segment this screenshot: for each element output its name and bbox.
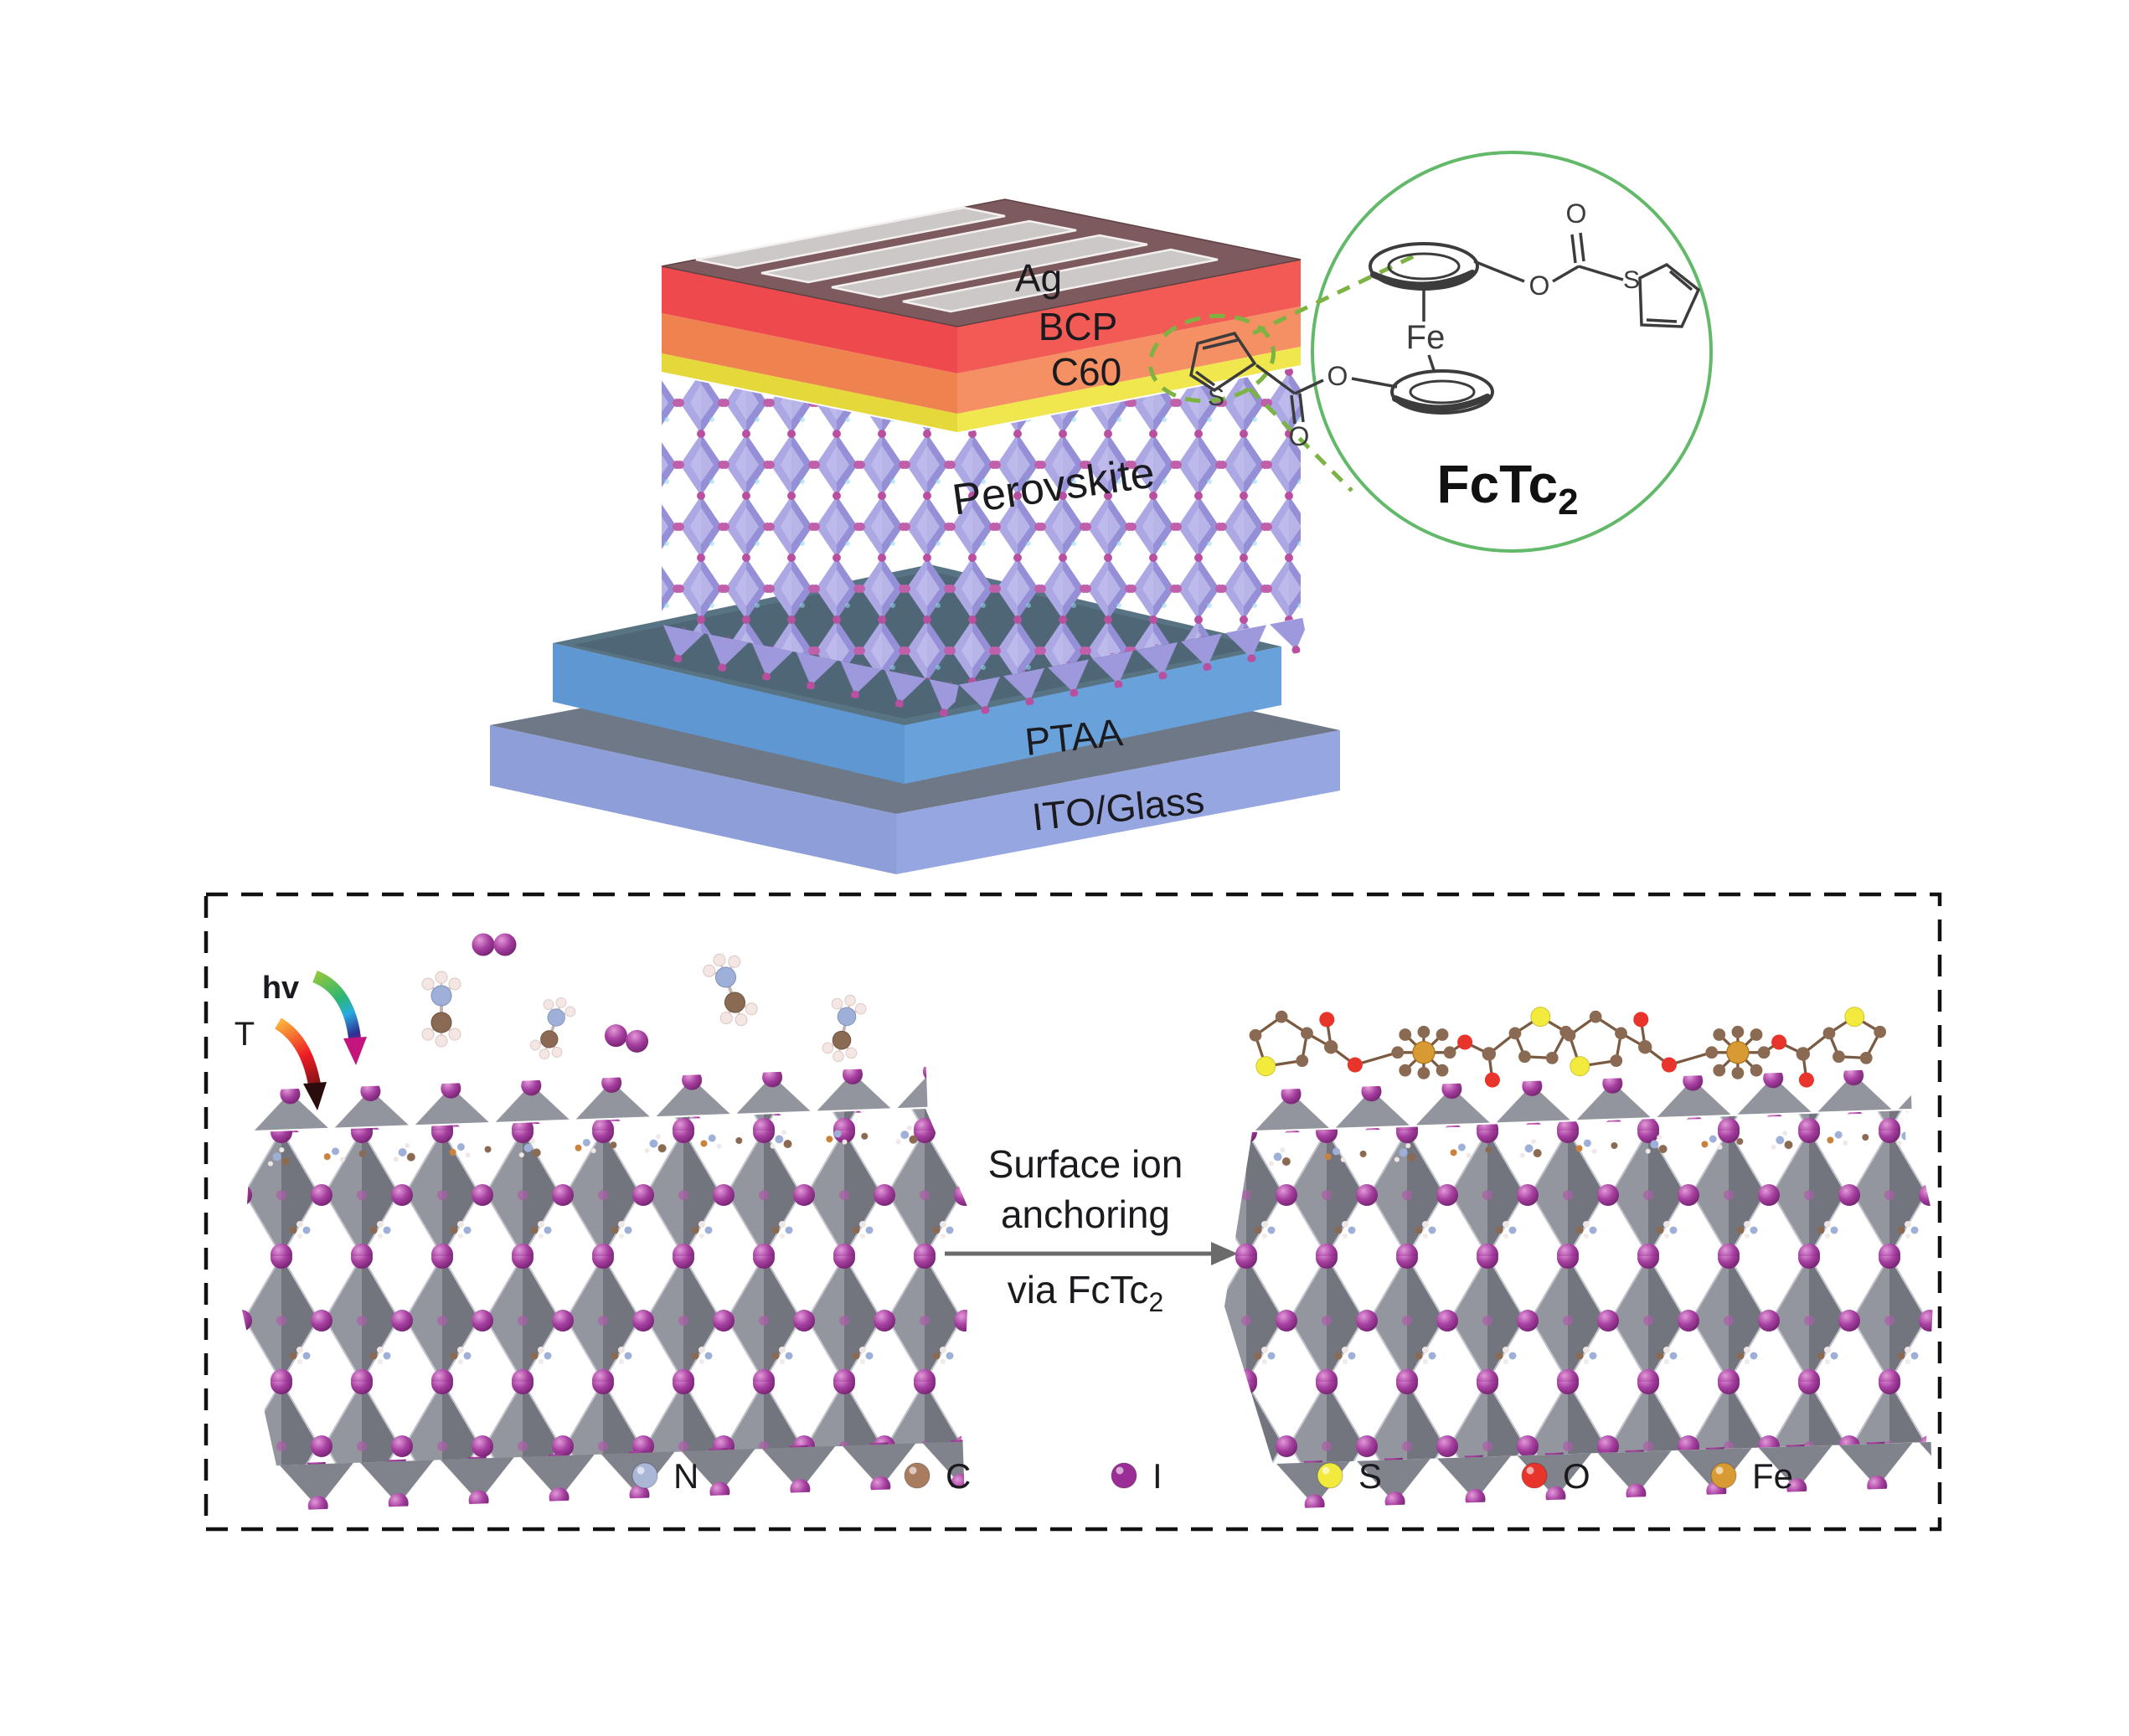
legend-label-s: S [1358,1456,1382,1496]
o-atom-label: O [1566,198,1587,229]
reaction-step: Surface ion anchoring via FcTc2 [945,1142,1238,1317]
legend-swatch-o [1521,1462,1548,1489]
fctc2-inset: Fe O O O O S S FcTc2 [1147,151,1713,553]
legend-item-i: I [1111,1456,1162,1496]
s-atom-label: S [1623,266,1640,294]
ma-molecule [697,945,764,1034]
legend-label-i: I [1152,1456,1162,1496]
reaction-via-text: via FcTc2 [1008,1268,1163,1317]
iodine-dimer [601,1022,652,1055]
layer-ag-electrode [661,198,1302,327]
ma-molecule [818,990,870,1067]
mechanism-panel: hv T Surface ion anchoring [204,892,1942,1532]
layer-label-c60: C60 [1051,350,1121,394]
reaction-text-line2: anchoring [1001,1193,1170,1236]
zoom-callout-line [1248,387,1353,492]
ag-electrode-bar [760,219,1077,284]
layer-label-ptaa: PTAA [1023,710,1125,764]
ag-electrode-bar [695,206,1006,270]
perovskite-slab-right [1224,1006,1936,1509]
legend-swatch-s [1317,1462,1343,1489]
zoom-callout-line [1251,254,1415,336]
legend-swatch-i [1111,1462,1137,1489]
legend-item-s: S [1317,1456,1382,1496]
layer-label-bcp: BCP [1039,305,1118,348]
stimulus-light-label: hv [262,971,299,1006]
layer-interlayer-yellow [662,347,1301,432]
fctc2-name: FcTc2 [1436,454,1578,523]
s-atom-label: S [1208,384,1224,411]
zoom-callout-ellipse [1147,313,1276,404]
perovskite-slab-left [241,1066,972,1511]
fctc2-structure: Fe O O O O S S [1189,198,1701,451]
legend-label-n: N [673,1456,698,1496]
panel-border [204,892,1942,1532]
legend-swatch-fe [1710,1462,1737,1489]
fctc2-ball-molecule [1247,1006,1574,1090]
legend-item-o: O [1521,1456,1590,1496]
ag-electrode-bar [902,248,1219,313]
legend-label-o: O [1563,1456,1590,1496]
legend-label-c: C [946,1456,971,1496]
reaction-arrow [945,1242,1238,1265]
layer-perovskite-lattice [655,367,1309,719]
light-arrow [312,971,367,1065]
legend-label-fe: Fe [1752,1456,1793,1496]
legend-item-fe: Fe [1710,1456,1793,1496]
ma-molecule [420,970,462,1048]
legend-item-n: N [631,1456,698,1496]
o-atom-label: O [1289,421,1310,451]
o-atom-label: O [1327,361,1348,391]
device-stack: Ag BCP C60 Perovskite PTAA ITO/Glass [490,198,1340,874]
layer-c60 [662,307,1301,414]
legend-item-c: C [904,1456,971,1496]
stimulus-temp-label: T [235,1016,255,1053]
iodine-dimer [472,933,517,956]
legend: N C I S O [631,1456,1793,1496]
layer-bcp [662,260,1301,373]
legend-swatch-c [904,1462,930,1489]
fe-atom-label: Fe [1406,319,1446,356]
layer-label-ag: Ag [1015,256,1062,300]
legend-swatch-n [631,1462,658,1489]
o-atom-label: O [1529,270,1550,301]
ag-electrode-bar [831,234,1148,299]
fctc2-inset-circle [1311,151,1713,553]
ma-molecule [525,991,580,1066]
reaction-text-line1: Surface ion [988,1142,1183,1186]
